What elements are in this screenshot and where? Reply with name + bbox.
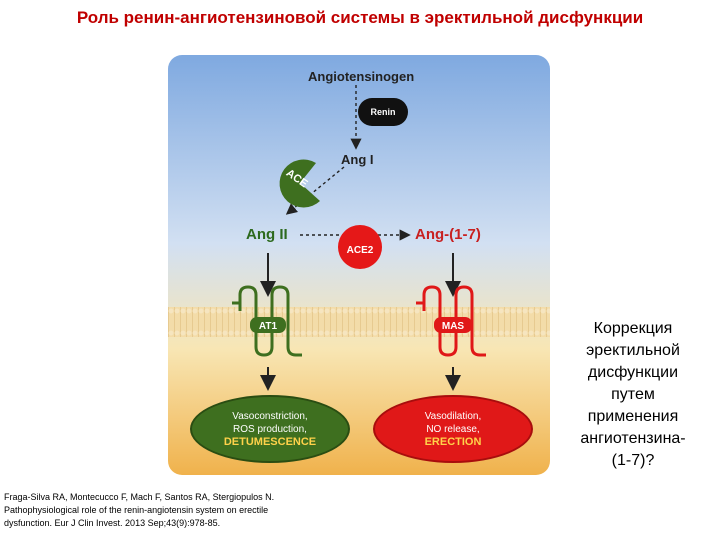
outcome-left-line1: Vasoconstriction, (192, 410, 348, 423)
outcome-detumescence: Vasoconstriction, ROS production, DETUME… (190, 395, 350, 463)
side-question-text: Коррекция эректильной дисфункции путем п… (553, 318, 713, 472)
side-line: путем (553, 384, 713, 406)
renin-enzyme: Renin (358, 98, 408, 126)
outcome-right-line1: Vasodilation, (375, 410, 531, 423)
outcome-left-label: DETUMESCENCE (192, 436, 348, 449)
node-angiotensinogen: Angiotensinogen (308, 69, 414, 84)
ace2-enzyme: ACE2 (338, 225, 382, 269)
outcome-right-line2: NO release, (375, 423, 531, 436)
side-line: эректильной (553, 340, 713, 362)
outcome-left-line2: ROS production, (192, 423, 348, 436)
ace2-label: ACE2 (347, 245, 374, 256)
citation-line: Pathophysiological role of the renin-ang… (4, 504, 364, 517)
slide-title: Роль ренин-ангиотензиновой системы в эре… (0, 8, 720, 28)
outcome-erection: Vasodilation, NO release, ERECTION (373, 395, 533, 463)
at1-label: AT1 (259, 321, 278, 332)
node-ang2: Ang II (246, 226, 288, 243)
outcome-right-label: ERECTION (375, 436, 531, 449)
side-line: применения (553, 406, 713, 428)
side-line: Коррекция (553, 318, 713, 340)
mas-label: MAS (442, 321, 465, 332)
citation: Fraga-Silva RA, Montecucco F, Mach F, Sa… (4, 491, 364, 530)
ras-pathway-diagram: ACE AT1 MAS Angiotensinogen Renin Ang I … (168, 55, 550, 475)
node-ang1-7: Ang-(1-7) (415, 226, 481, 243)
renin-label: Renin (370, 107, 395, 117)
citation-line: Fraga-Silva RA, Montecucco F, Mach F, Sa… (4, 491, 364, 504)
side-line: (1-7)? (553, 450, 713, 472)
node-ang1: Ang I (341, 152, 374, 167)
side-line: дисфункции (553, 362, 713, 384)
citation-line: dysfunction. Eur J Clin Invest. 2013 Sep… (4, 517, 364, 530)
side-line: ангиотензина- (553, 428, 713, 450)
